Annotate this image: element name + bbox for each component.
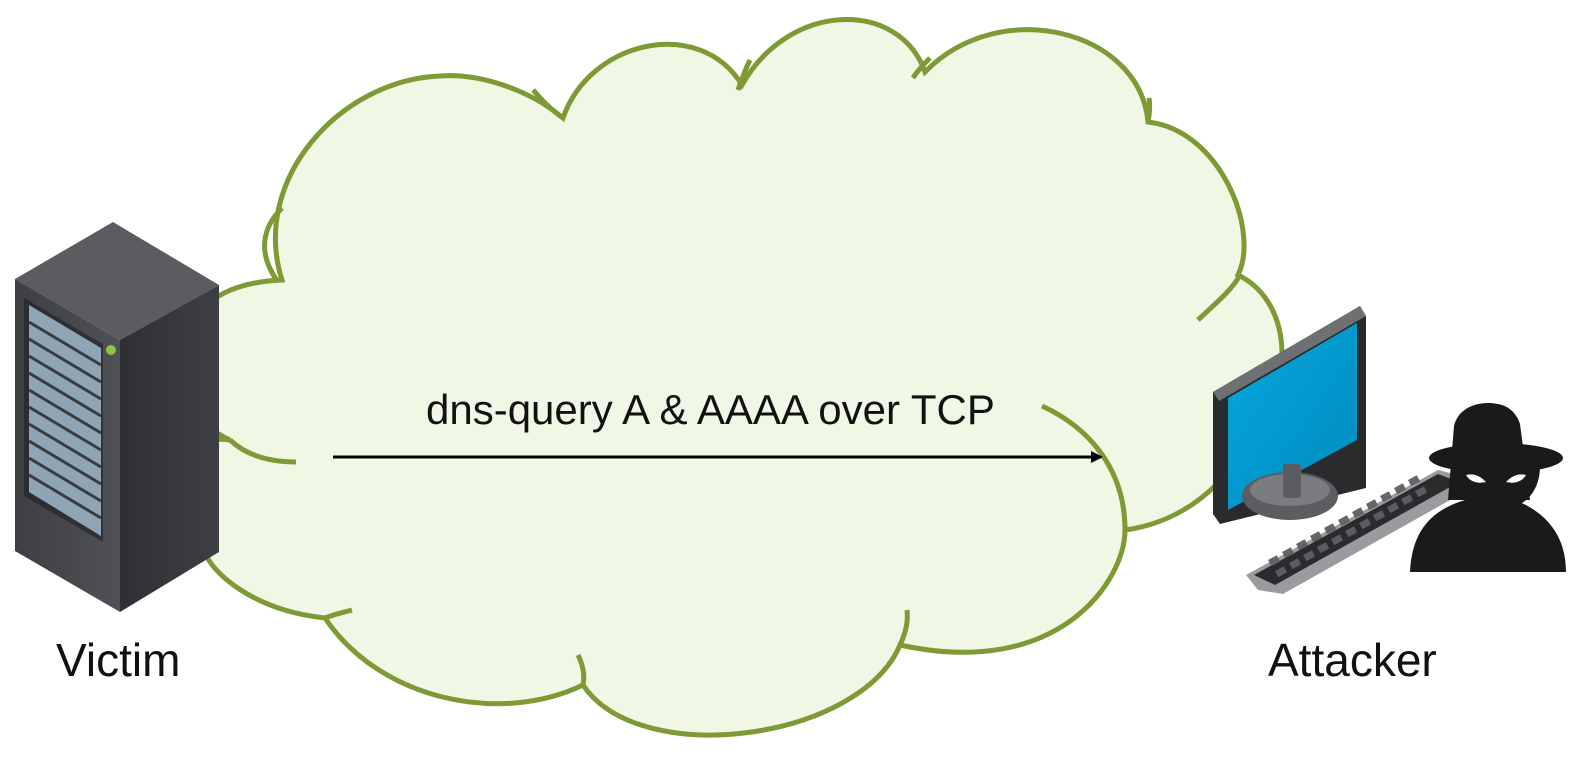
cloud-shape — [170, 17, 1285, 738]
network-cloud — [170, 17, 1285, 738]
victim-label: Victim — [56, 634, 181, 686]
cloud-lobe-line — [262, 206, 284, 284]
server-icon — [15, 222, 219, 612]
spy-icon — [1410, 402, 1566, 572]
cloud-lobe-line — [531, 88, 565, 121]
cloud-lobe-line — [228, 438, 297, 465]
keyboard-icon — [1246, 470, 1475, 594]
cloud-lobe-line — [897, 609, 910, 647]
cloud-lobe-line — [735, 58, 753, 91]
computer-monitor-icon — [1213, 306, 1366, 524]
attacker-label: Attacker — [1268, 634, 1437, 686]
cloud-lobe-line — [324, 607, 353, 621]
arrow-label: dns-query A & AAAA over TCP — [426, 386, 995, 433]
cloud-lobe-line — [575, 653, 587, 686]
cloud-lobe-line — [1145, 97, 1153, 123]
cloud-lobe-line — [910, 56, 932, 80]
cloud-lobe-line — [1196, 273, 1243, 322]
